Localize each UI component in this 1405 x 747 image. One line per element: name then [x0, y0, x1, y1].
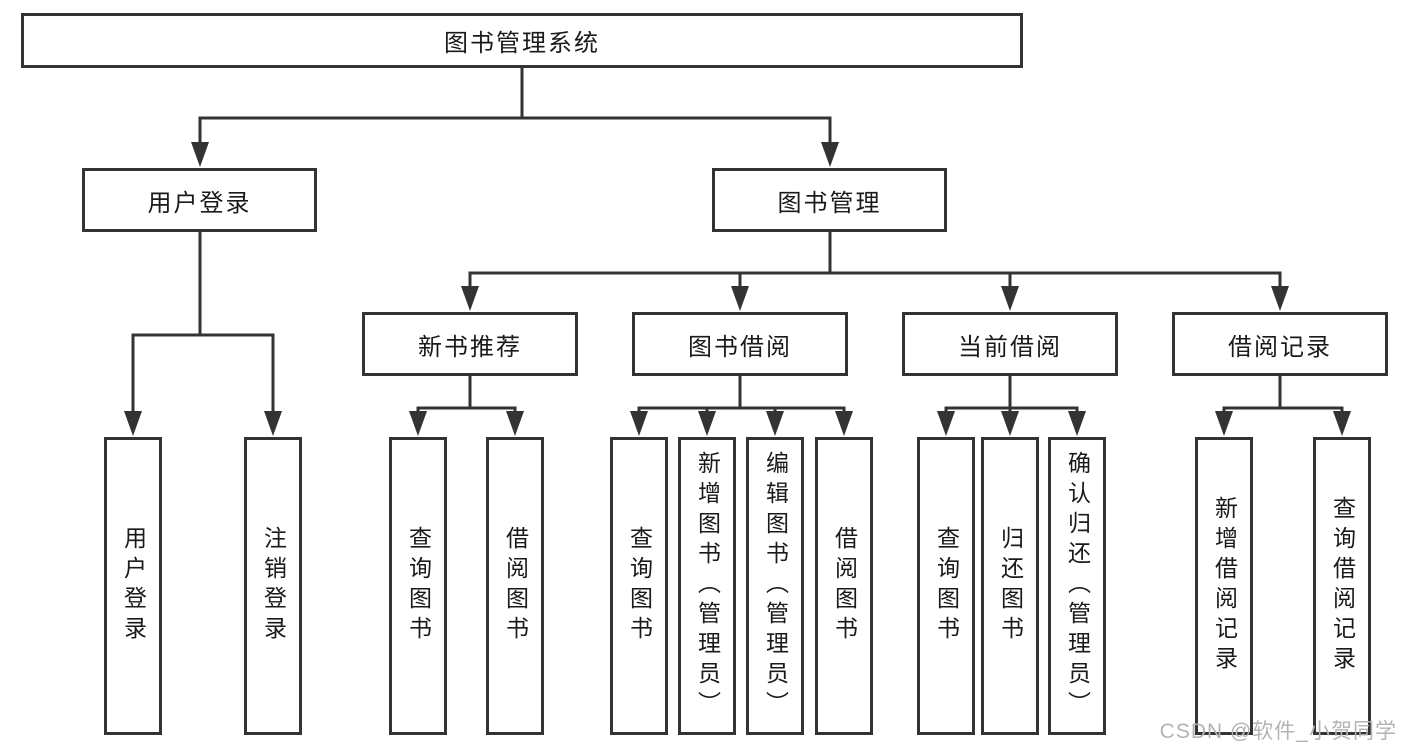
node-new-book-recommend: 新书推荐 [362, 312, 578, 376]
leaf-confirm-return-admin: 确认归还（管理员） [1048, 437, 1106, 735]
watermark-text: CSDN @软件_小贺同学 [1159, 720, 1397, 743]
node-book-management: 图书管理 [712, 168, 947, 232]
leaf-logout: 注销登录 [244, 437, 302, 735]
leaf-add-borrow-record: 新增借阅记录 [1195, 437, 1253, 735]
leaf-query-book-current: 查询图书 [917, 437, 975, 735]
leaf-add-book-admin: 新增图书（管理员） [678, 437, 736, 735]
node-book-borrow: 图书借阅 [632, 312, 848, 376]
leaf-borrow-book-borrow: 借阅图书 [815, 437, 873, 735]
node-user-login: 用户登录 [82, 168, 317, 232]
leaf-user-login: 用户登录 [104, 437, 162, 735]
leaf-borrow-book-recommend: 借阅图书 [486, 437, 544, 735]
leaf-query-borrow-record: 查询借阅记录 [1313, 437, 1371, 735]
node-borrow-records: 借阅记录 [1172, 312, 1388, 376]
leaf-query-book-borrow: 查询图书 [610, 437, 668, 735]
arrowheads [124, 142, 1351, 436]
leaf-edit-book-admin: 编辑图书（管理员） [746, 437, 804, 735]
node-root-system: 图书管理系统 [21, 13, 1023, 68]
leaf-return-book: 归还图书 [981, 437, 1039, 735]
leaf-query-book-recommend: 查询图书 [389, 437, 447, 735]
node-current-borrow: 当前借阅 [902, 312, 1118, 376]
